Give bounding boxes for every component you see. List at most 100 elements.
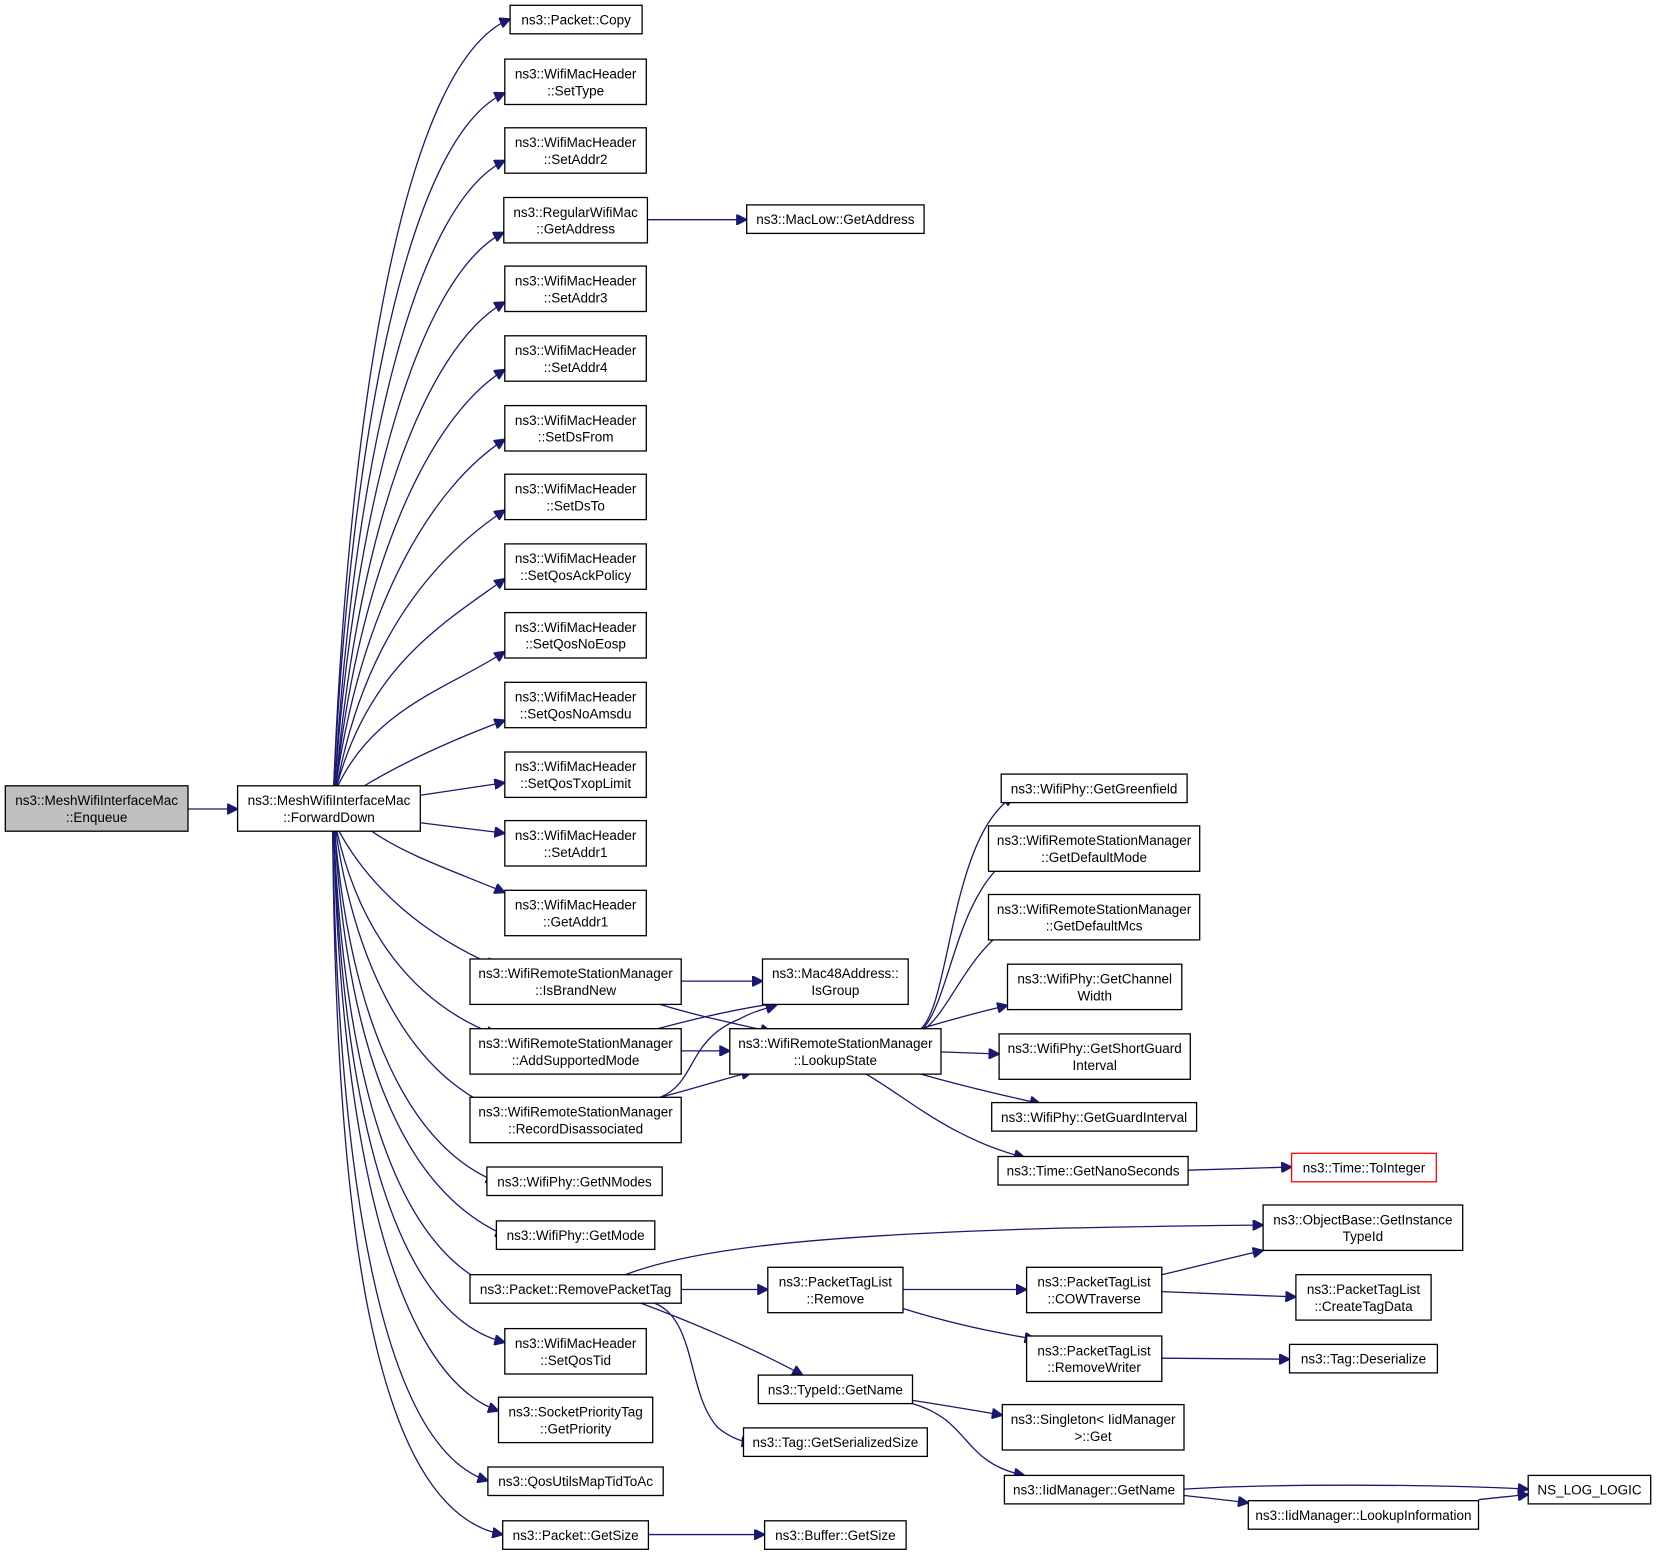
node-setqosnoeosp[interactable]: ns3::WifiMacHeader::SetQosNoEosp <box>504 611 647 659</box>
node-setaddr2-label-1: ::SetAddr2 <box>544 152 608 167</box>
node-iidlookup-label-0: ns3::IidManager::LookupInformation <box>1255 1508 1471 1523</box>
node-addsupported[interactable]: ns3::WifiRemoteStationManager::AddSuppor… <box>469 1028 682 1075</box>
node-setaddr3-label-1: ::SetAddr3 <box>544 290 608 305</box>
node-setaddr4-label-0: ns3::WifiMacHeader <box>515 343 637 358</box>
node-addsupported-label-0: ns3::WifiRemoteStationManager <box>478 1036 673 1051</box>
node-addsupported-box <box>469 1028 682 1075</box>
edge-forwarddown-to-setqostxop <box>420 783 504 796</box>
node-getmode[interactable]: ns3::WifiPhy::GetMode <box>495 1220 656 1251</box>
node-ptlremove[interactable]: ns3::PacketTagList::Remove <box>767 1266 904 1314</box>
node-singleton-label-1: >::Get <box>1075 1429 1112 1444</box>
node-getgreenfield-label-0: ns3::WifiPhy::GetGreenfield <box>1011 781 1178 796</box>
node-pktcopy[interactable]: ns3::Packet::Copy <box>509 4 643 35</box>
node-getgreenfield[interactable]: ns3::WifiPhy::GetGreenfield <box>1000 773 1188 804</box>
node-cowtraverse[interactable]: ns3::PacketTagList::COWTraverse <box>1025 1266 1163 1314</box>
edge-removepackettag-to-taggetserialized <box>655 1303 752 1442</box>
node-forwarddown[interactable]: ns3::MeshWifiInterfaceMac::ForwardDown <box>236 785 421 832</box>
node-getshortguard-label-1: Interval <box>1073 1058 1117 1073</box>
node-setaddr1-label-1: ::SetAddr1 <box>544 845 608 860</box>
node-getchannelwidth-label-0: ns3::WifiPhy::GetChannel <box>1017 972 1172 987</box>
node-setqostxop[interactable]: ns3::WifiMacHeader::SetQosTxopLimit <box>504 751 647 799</box>
node-iidgetname-label-0: ns3::IidManager::GetName <box>1013 1483 1175 1498</box>
node-setaddr3[interactable]: ns3::WifiMacHeader::SetAddr3 <box>504 265 647 313</box>
node-getdefaultmode[interactable]: ns3::WifiRemoteStationManager::GetDefaul… <box>987 825 1201 872</box>
node-pktgetsize[interactable]: ns3::Packet::GetSize <box>502 1520 650 1550</box>
node-ptlremove-label-0: ns3::PacketTagList <box>779 1275 893 1290</box>
node-setaddr3-label-0: ns3::WifiMacHeader <box>515 273 637 288</box>
node-typeidgetname[interactable]: ns3::TypeId::GetName <box>757 1374 914 1405</box>
node-setdsto[interactable]: ns3::WifiMacHeader::SetDsTo <box>504 473 647 521</box>
node-pktgetsize-box <box>502 1520 650 1550</box>
node-removewriter[interactable]: ns3::PacketTagList::RemoveWriter <box>1025 1335 1163 1383</box>
node-socketprio-box <box>497 1396 654 1444</box>
node-buffergetsize-box <box>763 1520 907 1550</box>
node-lookupstate-box <box>729 1028 942 1075</box>
node-lookupstate[interactable]: ns3::WifiRemoteStationManager::LookupSta… <box>729 1028 942 1075</box>
edge-recorddisassoc-to-lookupstate <box>660 1072 752 1097</box>
node-setaddr4[interactable]: ns3::WifiMacHeader::SetAddr4 <box>504 335 647 382</box>
node-getguardinterval[interactable]: ns3::WifiPhy::GetGuardInterval <box>991 1101 1198 1132</box>
node-ptlremove-box <box>767 1266 904 1314</box>
node-qosutils-label-0: ns3::QosUtilsMapTidToAc <box>498 1474 653 1489</box>
edge-iidgetname-to-iidlookup <box>1184 1495 1248 1502</box>
node-getaddress-label-0: ns3::RegularWifiMac <box>513 205 638 220</box>
node-settype-label-0: ns3::WifiMacHeader <box>515 66 637 81</box>
node-setqostid[interactable]: ns3::WifiMacHeader::SetQosTid <box>504 1327 647 1375</box>
node-setqosnoamsdu[interactable]: ns3::WifiMacHeader::SetQosNoAmsdu <box>504 681 647 729</box>
node-setqosack-label-0: ns3::WifiMacHeader <box>515 551 637 566</box>
node-typeidgetname-label-0: ns3::TypeId::GetName <box>768 1382 903 1397</box>
node-setqostid-box <box>504 1327 647 1375</box>
node-settype[interactable]: ns3::WifiMacHeader::SetType <box>504 58 647 106</box>
edge-forwarddown-to-setqosnoeosp <box>338 652 505 786</box>
node-isbrandnew-box <box>469 958 682 1006</box>
node-getaddr1[interactable]: ns3::WifiMacHeader::GetAddr1 <box>504 889 647 937</box>
node-iidgetname[interactable]: ns3::IidManager::GetName <box>1003 1474 1185 1505</box>
node-buffergetsize-label-0: ns3::Buffer::GetSize <box>775 1528 896 1543</box>
node-isbrandnew[interactable]: ns3::WifiRemoteStationManager::IsBrandNe… <box>469 958 682 1006</box>
node-iidlookup[interactable]: ns3::IidManager::LookupInformation <box>1247 1500 1480 1530</box>
node-isgroup[interactable]: ns3::Mac48Address::IsGroup <box>761 958 909 1006</box>
node-ptlremove-label-1: ::Remove <box>807 1292 865 1307</box>
node-removepackettag-box <box>469 1274 682 1304</box>
node-tointeger[interactable]: ns3::Time::ToInteger <box>1290 1152 1437 1183</box>
node-buffergetsize[interactable]: ns3::Buffer::GetSize <box>763 1520 907 1550</box>
node-singleton[interactable]: ns3::Singleton< IidManager>::Get <box>1001 1403 1185 1451</box>
node-createtagdata[interactable]: ns3::PacketTagList::CreateTagData <box>1295 1274 1432 1321</box>
node-maclow-box <box>746 204 925 235</box>
node-setaddr2[interactable]: ns3::WifiMacHeader::SetAddr2 <box>504 127 647 174</box>
node-tointeger-box <box>1290 1152 1437 1183</box>
edge-forwarddown-to-setqostid <box>334 831 505 1342</box>
edge-isbrandnew-to-lookupstate <box>660 1004 771 1031</box>
edge-removepackettag-to-objbase <box>625 1225 1263 1275</box>
node-pktcopy-label-0: ns3::Packet::Copy <box>521 13 631 28</box>
node-setqosnoeosp-label-1: ::SetQosNoEosp <box>525 637 626 652</box>
node-getdefaultmode-label-0: ns3::WifiRemoteStationManager <box>997 833 1192 848</box>
node-socketprio[interactable]: ns3::SocketPriorityTag::GetPriority <box>497 1396 654 1444</box>
node-maclow[interactable]: ns3::MacLow::GetAddress <box>746 204 925 235</box>
edge-addsupported-to-isgroup <box>658 1003 776 1028</box>
node-getchannelwidth-box <box>1006 963 1183 1011</box>
node-getnmodes[interactable]: ns3::WifiPhy::GetNModes <box>486 1166 663 1197</box>
node-setqosack[interactable]: ns3::WifiMacHeader::SetQosAckPolicy <box>504 543 647 590</box>
edge-forwarddown-to-socketprio <box>334 831 499 1411</box>
node-getaddress[interactable]: ns3::RegularWifiMac::GetAddress <box>503 196 649 244</box>
node-enqueue[interactable]: ns3::MeshWifiInterfaceMac::Enqueue <box>4 785 189 832</box>
node-setaddr1[interactable]: ns3::WifiMacHeader::SetAddr1 <box>504 819 647 867</box>
edge-typeidgetname-to-singleton <box>912 1400 1002 1415</box>
node-getnanoseconds[interactable]: ns3::Time::GetNanoSeconds <box>997 1155 1189 1186</box>
node-qosutils[interactable]: ns3::QosUtilsMapTidToAc <box>487 1466 664 1497</box>
node-removepackettag[interactable]: ns3::Packet::RemovePacketTag <box>469 1274 682 1304</box>
node-getdefaultmcs[interactable]: ns3::WifiRemoteStationManager::GetDefaul… <box>987 893 1201 941</box>
node-getaddr1-label-1: ::GetAddr1 <box>543 915 608 930</box>
node-tagdeserialize[interactable]: ns3::Tag::Deserialize <box>1288 1343 1439 1374</box>
node-nslog[interactable]: NS_LOG_LOGIC <box>1527 1474 1652 1505</box>
node-setdsfrom-label-1: ::SetDsFrom <box>538 430 614 445</box>
edge-lookupstate-to-getgreenfield <box>921 796 1014 1028</box>
node-objbase-box <box>1262 1204 1464 1252</box>
node-taggetserialized[interactable]: ns3::Tag::GetSerializedSize <box>742 1427 928 1458</box>
node-setdsfrom[interactable]: ns3::WifiMacHeader::SetDsFrom <box>504 404 647 452</box>
node-recorddisassoc[interactable]: ns3::WifiRemoteStationManager::RecordDis… <box>469 1096 682 1144</box>
